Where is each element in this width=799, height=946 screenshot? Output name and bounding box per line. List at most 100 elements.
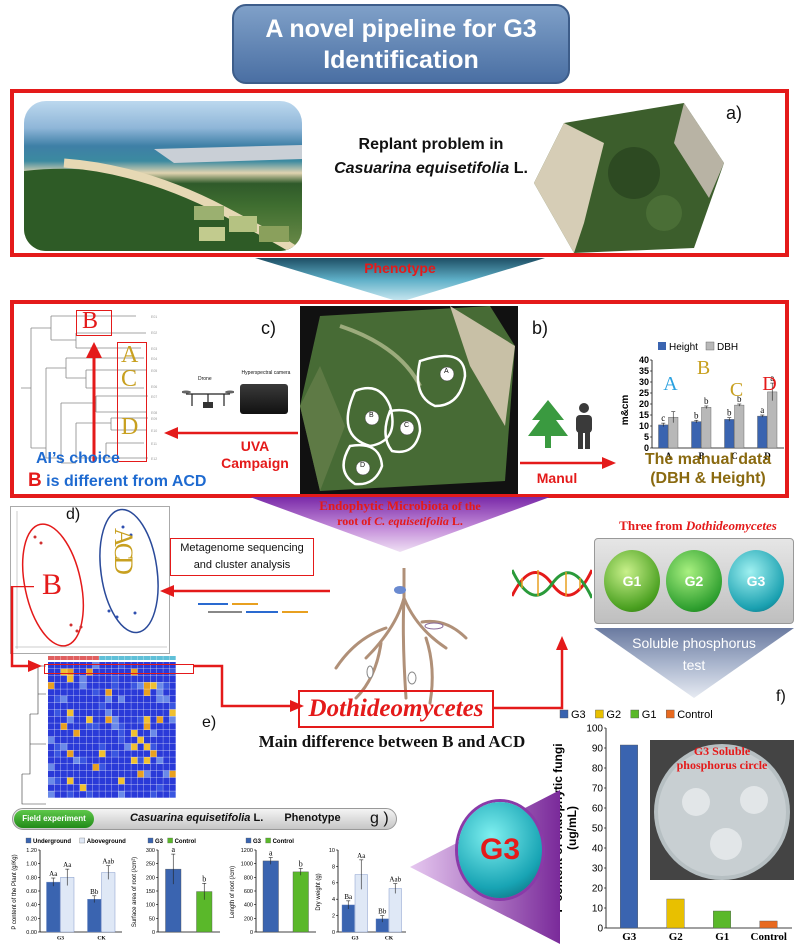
significance-letter: Aab bbox=[102, 858, 114, 866]
heatmap-cell bbox=[131, 668, 138, 676]
y-tick-label: 6 bbox=[332, 881, 335, 887]
heatmap-cell bbox=[156, 743, 163, 751]
heatmap-cell bbox=[67, 702, 74, 710]
y-tick-label: 70 bbox=[592, 784, 604, 795]
heatmap-cell bbox=[67, 689, 74, 696]
tree-letter-a: A bbox=[121, 342, 139, 368]
y-tick-label: 200 bbox=[244, 916, 253, 922]
heatmap-cell bbox=[92, 696, 99, 703]
heatmap-cell bbox=[80, 709, 87, 717]
heatmap-cell bbox=[60, 736, 67, 744]
heatmap-cell bbox=[80, 791, 87, 798]
legend-label: G1 bbox=[642, 709, 657, 721]
heatmap-cell bbox=[112, 757, 119, 764]
heatmap-cell bbox=[163, 730, 170, 737]
svg-text:E05: E05 bbox=[151, 369, 157, 373]
heatmap-group-bar bbox=[144, 656, 151, 660]
heatmap-cell bbox=[112, 736, 119, 744]
heatmap-cell bbox=[163, 743, 170, 751]
heatmap-cell bbox=[99, 662, 106, 669]
heatmap-cell bbox=[86, 791, 93, 798]
heatmap-cell bbox=[48, 757, 55, 764]
heatmap-cell bbox=[60, 743, 67, 751]
heatmap-cell bbox=[99, 709, 106, 717]
heatmap-cell bbox=[99, 675, 106, 683]
heatmap-cell bbox=[86, 716, 93, 723]
significance-letter: a bbox=[760, 405, 764, 415]
heatmap-cell bbox=[156, 709, 163, 717]
heatmap-cell bbox=[80, 723, 87, 730]
heatmap-cell bbox=[92, 743, 99, 751]
heatmap-cell bbox=[131, 791, 138, 798]
heatmap-cell bbox=[99, 702, 106, 710]
heatmap-cell bbox=[48, 662, 55, 669]
bar bbox=[713, 910, 731, 929]
heatmap-cell bbox=[105, 689, 112, 696]
heatmap-cell bbox=[131, 689, 138, 696]
heatmap-cell bbox=[137, 791, 144, 798]
heatmap-cell bbox=[80, 777, 87, 785]
panel-d bbox=[10, 506, 170, 654]
dothideomycetes-label: Dothideomycetes bbox=[308, 695, 484, 722]
heatmap-cell bbox=[169, 730, 176, 737]
heatmap-cell bbox=[144, 662, 151, 669]
heatmap-cell bbox=[150, 696, 157, 703]
heatmap-cell bbox=[112, 770, 119, 778]
manual-data-label: The manual data (DBH & Height) bbox=[644, 451, 772, 487]
g3-sphere: G3 bbox=[458, 802, 542, 898]
significance-letter: a bbox=[770, 373, 774, 383]
petri-caption: G3 Soluble phosphorus circle bbox=[676, 744, 768, 772]
y-tick-label: 50 bbox=[149, 916, 155, 922]
bar bbox=[87, 899, 102, 933]
heatmap-cell bbox=[86, 770, 93, 778]
y-tick-label: 35 bbox=[639, 366, 649, 376]
heatmap-cell bbox=[124, 757, 131, 764]
y-tick-label: 150 bbox=[146, 889, 155, 895]
panel-f-label: f) bbox=[776, 688, 786, 705]
heatmap-cell bbox=[86, 662, 93, 669]
heatmap-cell bbox=[67, 757, 74, 764]
plot-label-c: C bbox=[404, 422, 410, 429]
heatmap-cell bbox=[60, 675, 67, 683]
heatmap-cell bbox=[80, 662, 87, 669]
heatmap-cell bbox=[137, 723, 144, 730]
heatmap-cell bbox=[86, 675, 93, 683]
pca-group-acd: ACD bbox=[109, 528, 138, 571]
heatmap bbox=[10, 654, 200, 816]
y-tick-label: 250 bbox=[146, 862, 155, 868]
heatmap-cell bbox=[163, 716, 170, 723]
soluble-arrow bbox=[594, 628, 794, 698]
bar bbox=[101, 872, 116, 933]
heatmap-cell bbox=[99, 668, 106, 676]
heatmap-cell bbox=[73, 696, 80, 703]
heatmap-cell bbox=[48, 777, 55, 785]
heatmap-cell bbox=[150, 770, 157, 778]
heatmap-cell bbox=[124, 675, 131, 683]
heatmap-cell bbox=[156, 750, 163, 757]
heatmap-cell bbox=[92, 777, 99, 785]
heatmap-cell bbox=[67, 736, 74, 744]
legend-swatch bbox=[559, 709, 569, 719]
heatmap-cell bbox=[67, 764, 74, 771]
significance-letter: a bbox=[171, 845, 175, 854]
svg-text:E04: E04 bbox=[151, 357, 157, 361]
heatmap-cell bbox=[86, 682, 93, 689]
heatmap-cell bbox=[73, 757, 80, 764]
heatmap-cell bbox=[112, 743, 119, 751]
heatmap-group-bar bbox=[137, 656, 144, 660]
heatmap-group-bar bbox=[67, 656, 74, 660]
y-tick-label: 1.20 bbox=[26, 848, 37, 854]
y-tick-label: 0 bbox=[644, 443, 649, 453]
heatmap-cell bbox=[169, 743, 176, 751]
heatmap-cell bbox=[137, 709, 144, 717]
plot-label-a: A bbox=[444, 368, 449, 375]
heatmap-cell bbox=[48, 723, 55, 730]
legend-label: Control bbox=[273, 839, 295, 845]
y-tick-label: 600 bbox=[244, 889, 253, 895]
legend-label: Control bbox=[677, 709, 712, 721]
heatmap-cell bbox=[137, 668, 144, 676]
heatmap-cell bbox=[54, 723, 61, 730]
heatmap-cell bbox=[169, 784, 176, 791]
svg-text:E08: E08 bbox=[151, 411, 157, 415]
